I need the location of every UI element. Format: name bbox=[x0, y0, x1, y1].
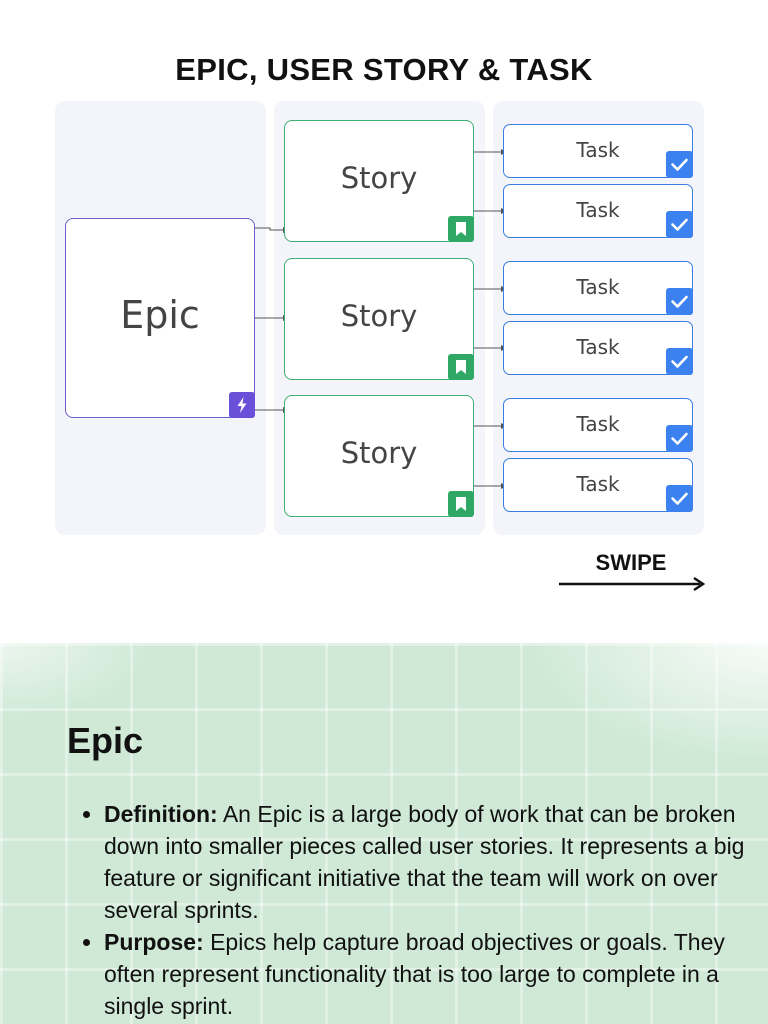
checkbox-icon bbox=[666, 485, 693, 512]
story-node: Story bbox=[284, 258, 474, 380]
bookmark-icon bbox=[448, 354, 474, 380]
section-title: Epic bbox=[67, 720, 144, 761]
bullet-term: Purpose: bbox=[104, 929, 204, 955]
story-node: Story bbox=[284, 395, 474, 517]
bookmark-icon bbox=[448, 491, 474, 517]
task-label: Task bbox=[576, 412, 620, 436]
checkbox-icon bbox=[666, 288, 693, 315]
bookmark-icon bbox=[448, 216, 474, 242]
checkbox-icon bbox=[666, 211, 693, 238]
task-label: Task bbox=[576, 198, 620, 222]
task-node: Task bbox=[503, 398, 693, 452]
checkbox-icon bbox=[666, 425, 693, 452]
diagram-connectors bbox=[255, 149, 507, 489]
task-label: Task bbox=[576, 138, 620, 162]
task-node: Task bbox=[503, 124, 693, 178]
swipe-label: SWIPE bbox=[595, 550, 667, 575]
bullet-text: Epics help capture broad objectives or g… bbox=[104, 929, 725, 1019]
task-node: Task bbox=[503, 321, 693, 375]
bullet-term: Definition: bbox=[104, 801, 218, 827]
task-label: Task bbox=[576, 335, 620, 359]
lightning-icon bbox=[229, 392, 255, 418]
page-title: EPIC, USER STORY & TASK bbox=[175, 52, 593, 87]
epic-label: Epic bbox=[120, 293, 200, 337]
task-label: Task bbox=[576, 472, 620, 496]
bullet-text: An Epic is a large body of work that can… bbox=[104, 801, 745, 923]
task-node: Task bbox=[503, 458, 693, 512]
panel-glow bbox=[0, 643, 768, 1024]
story-label: Story bbox=[340, 161, 418, 195]
arrow-right-icon bbox=[559, 576, 706, 592]
story-label: Story bbox=[340, 299, 418, 333]
list-item: Purpose: Epics help capture broad object… bbox=[104, 926, 764, 1022]
task-node: Task bbox=[503, 184, 693, 238]
epic-info-panel: Epic Definition: An Epic is a large body… bbox=[0, 643, 768, 1024]
epic-node: Epic bbox=[65, 218, 255, 418]
story-label: Story bbox=[340, 436, 418, 470]
checkbox-icon bbox=[666, 348, 693, 375]
task-node: Task bbox=[503, 261, 693, 315]
story-node: Story bbox=[284, 120, 474, 242]
task-label: Task bbox=[576, 275, 620, 299]
bullet-list: Definition: An Epic is a large body of w… bbox=[70, 798, 764, 1022]
checkbox-icon bbox=[666, 151, 693, 178]
list-item: Definition: An Epic is a large body of w… bbox=[104, 798, 764, 926]
